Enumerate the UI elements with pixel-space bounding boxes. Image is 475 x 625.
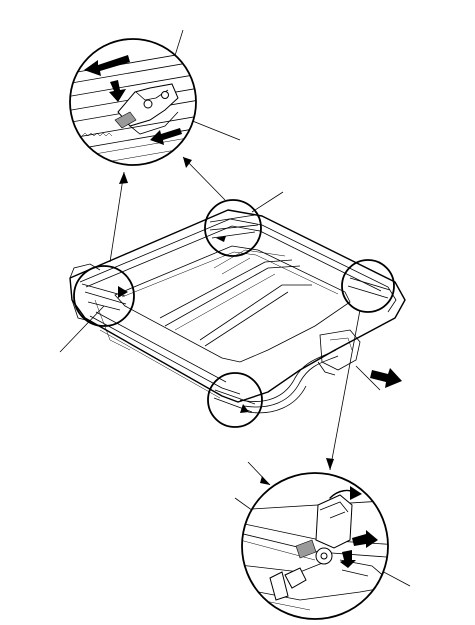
detail-marker-front-right — [204, 199, 262, 257]
rotation-arrowhead — [350, 486, 362, 500]
drive-cable — [239, 329, 361, 414]
direction-arrow-left — [84, 55, 130, 76]
direction-arrow-left-lower — [150, 128, 182, 145]
bottom-detail-circle — [241, 472, 389, 620]
leader-arrowhead-top-right — [183, 157, 192, 168]
leader-arrowhead-top-left — [119, 172, 128, 184]
top-detail-circle — [69, 38, 197, 166]
direction-arrow-right-lower — [352, 530, 378, 548]
direction-arrow-down-lower — [340, 550, 356, 568]
direction-arrow-right — [370, 368, 402, 388]
detail-marker-rear-left — [207, 372, 263, 428]
leader-arrowhead-bottom-left — [260, 476, 270, 485]
detail-marker-rear-right — [341, 259, 395, 313]
sunroof-frame — [69, 209, 406, 403]
direction-arrow-down — [109, 80, 126, 102]
leader-arrowhead-bottom-right — [326, 458, 334, 470]
detail-marker-front-left — [73, 265, 135, 327]
